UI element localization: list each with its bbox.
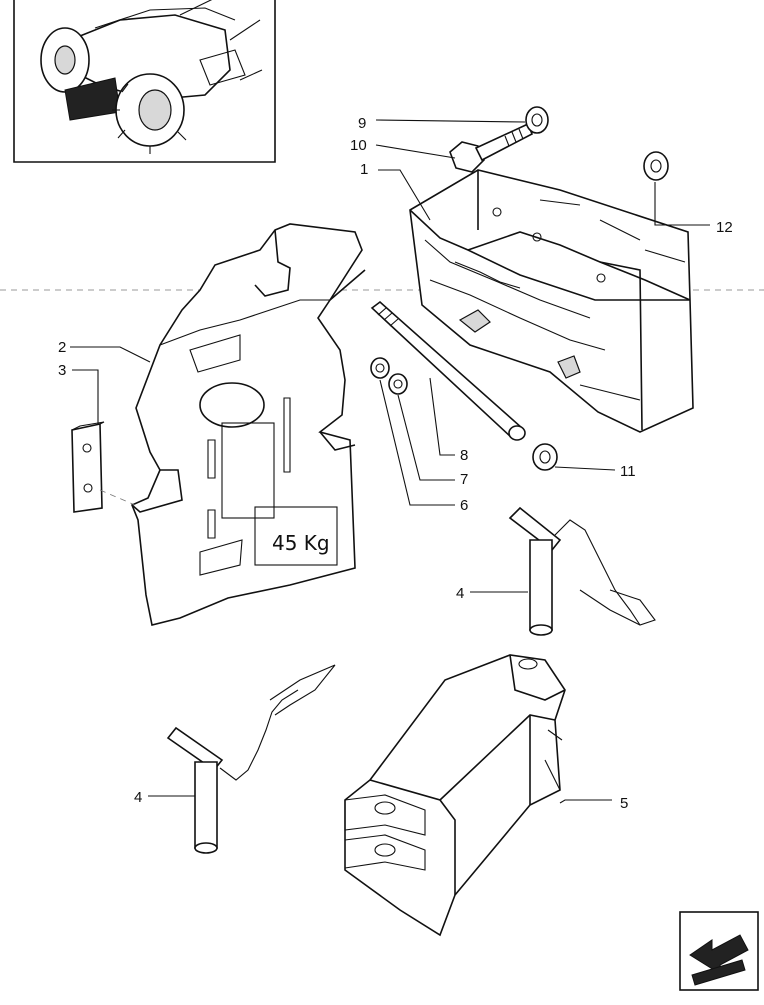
part-bracket	[71, 421, 136, 513]
callout-1: 1	[360, 161, 368, 178]
part-nut-11	[532, 443, 558, 471]
callout-2: 2	[58, 339, 66, 356]
callout-6: 6	[460, 497, 468, 514]
callout-12: 12	[716, 219, 733, 236]
callout-labels: 9 10 1 2 3 4 4 5 6 7 8 11 12	[58, 115, 733, 812]
callout-5: 5	[620, 795, 628, 812]
part-hitch-bracket	[344, 654, 566, 937]
callout-leaders	[70, 119, 710, 804]
part-nut-6	[370, 357, 390, 379]
weight-plate-label: 45 Kg	[272, 531, 330, 555]
callout-10: 10	[350, 137, 367, 154]
part-washer-9	[525, 106, 549, 134]
part-bolt	[449, 122, 534, 173]
tractor-thumbnail-icon	[13, 0, 276, 163]
callout-9: 9	[358, 115, 366, 132]
part-washer-12	[643, 151, 669, 181]
part-hitch-pin-lower	[166, 664, 336, 854]
part-hitch-pin-upper	[508, 506, 656, 636]
callout-3: 3	[58, 362, 66, 379]
navigation-arrow-icon[interactable]	[679, 911, 759, 991]
part-front-weight	[409, 169, 694, 433]
part-washer-7	[388, 373, 408, 395]
callout-4-upper: 4	[456, 585, 464, 602]
part-weight-plate: 45 Kg	[130, 223, 366, 626]
callout-4-lower: 4	[134, 789, 142, 806]
callout-11: 11	[620, 463, 636, 480]
callout-7: 7	[460, 471, 468, 488]
part-threaded-rod	[370, 300, 526, 441]
callout-8: 8	[460, 447, 468, 464]
